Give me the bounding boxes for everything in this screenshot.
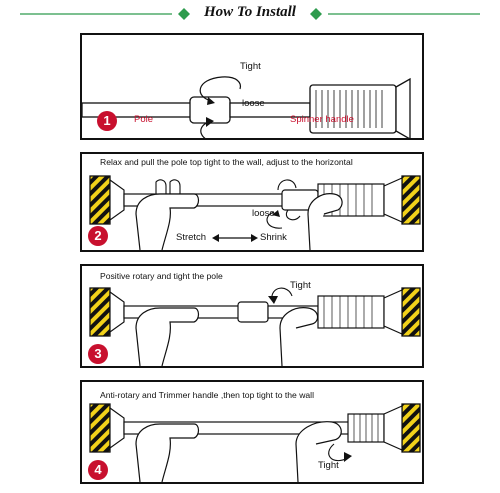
- spinner-handle-label: Spinner handle: [290, 114, 354, 125]
- page-title: How To Install: [204, 4, 296, 20]
- step-4-panel: Anti-rotary and Trimmer handle ,then top…: [80, 380, 424, 484]
- title-decoration: [20, 8, 480, 20]
- step-3-panel: Positive rotary and tight the pole Tight…: [80, 264, 424, 368]
- step-1-panel: Tight loose Pole Spinner handle 1: [80, 33, 424, 140]
- left-diamond-icon: [178, 8, 190, 20]
- shrink-label: Shrink: [260, 232, 287, 243]
- right-diamond-icon: [310, 8, 322, 20]
- step-4-caption: Anti-rotary and Trimmer handle ,then top…: [100, 390, 314, 400]
- tight-label: Tight: [240, 61, 261, 72]
- right-wall-pad: [401, 175, 421, 225]
- left-wall-pad: [89, 175, 111, 225]
- step-2-panel: Relax and pull the pole top tight to the…: [80, 152, 424, 252]
- right-hand-shape: [279, 307, 319, 366]
- tight-rotation-arrow-icon: [199, 76, 242, 102]
- step-1-number-badge: 1: [97, 111, 117, 131]
- tight-label: Tight: [290, 280, 311, 291]
- step-3-illustration: [89, 287, 421, 366]
- step-4-illustration: [89, 403, 421, 482]
- step-2-caption: Relax and pull the pole top tight to the…: [100, 157, 353, 167]
- loose-label: loose: [242, 98, 265, 109]
- step-2-illustration: [89, 175, 421, 250]
- left-hand-shape: [135, 193, 200, 250]
- loose-rotation-arrow-icon: [200, 120, 213, 138]
- left-wall-pad: [89, 287, 111, 337]
- step-2-number-badge: 2: [88, 226, 108, 246]
- step-4-number-badge: 4: [88, 460, 108, 480]
- step-3-caption: Positive rotary and tight the pole: [100, 271, 223, 281]
- left-hand-shape: [135, 423, 200, 482]
- stretch-label: Stretch: [176, 232, 207, 243]
- spinner-handle-shape: [309, 84, 397, 134]
- left-wall-pad: [89, 403, 111, 453]
- step-3-number-badge: 3: [88, 344, 108, 364]
- title-bar: How To Install: [0, 0, 500, 30]
- loose-label: loose: [252, 208, 275, 219]
- pole-label: Pole: [134, 114, 154, 125]
- right-hand-shape: [307, 193, 343, 250]
- step-1-illustration: [82, 76, 411, 138]
- tight-label: Tight: [318, 460, 339, 471]
- right-wall-pad: [401, 403, 421, 453]
- left-hand-shape: [135, 307, 200, 366]
- right-hand-shape: [295, 421, 342, 482]
- right-wall-pad: [401, 287, 421, 337]
